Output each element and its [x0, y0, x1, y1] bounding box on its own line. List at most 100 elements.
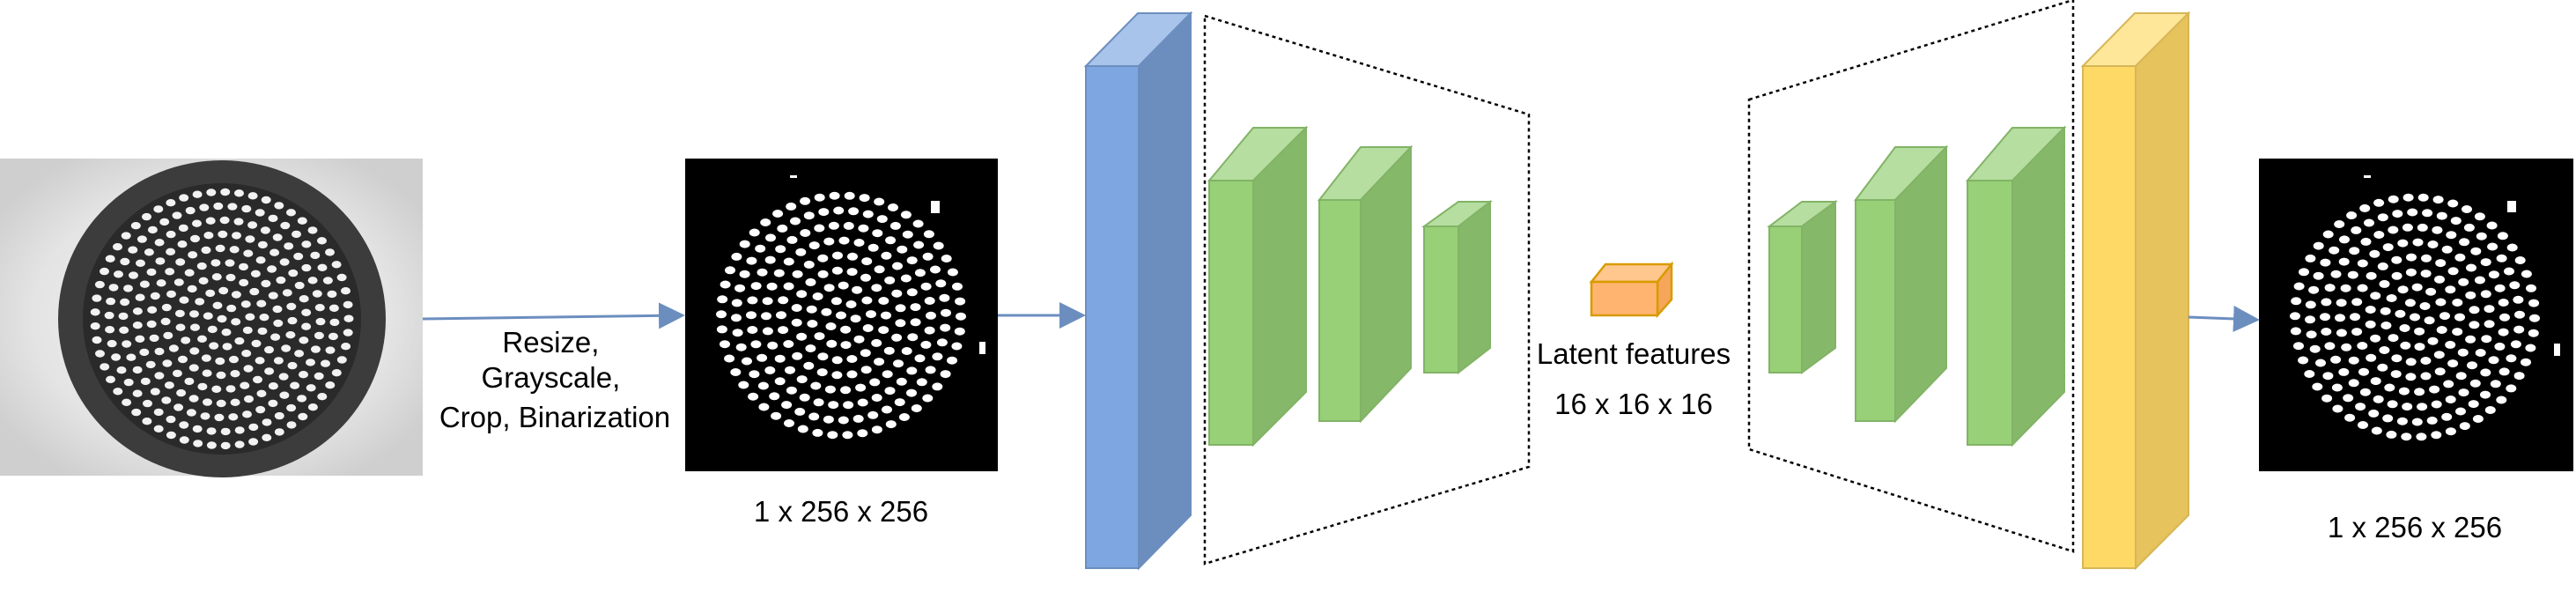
hole-dot [2351, 298, 2363, 307]
hole-dot [889, 221, 901, 230]
hole-dot [739, 240, 750, 248]
hole-dot [255, 209, 265, 217]
hole-dot [256, 300, 267, 307]
hole-dot [173, 403, 184, 411]
hole-dot [2484, 320, 2495, 329]
hole-dot [231, 291, 241, 299]
hole-dot [2321, 394, 2333, 403]
hole-dot [2417, 403, 2428, 411]
hole-dot [2379, 346, 2390, 354]
hole-dot [166, 248, 176, 255]
hole-dot [2472, 415, 2484, 423]
hole-dot [203, 398, 212, 406]
hole-dot [805, 277, 816, 286]
hole-dot [2377, 213, 2388, 222]
hole-dot [282, 289, 292, 297]
hole-dot [2469, 321, 2480, 329]
hole-dot [156, 279, 166, 287]
hole-dot [2339, 235, 2350, 244]
hole-dot [245, 313, 255, 321]
hole-dot [866, 310, 876, 319]
hole-dot [823, 284, 835, 292]
hole-dot [2417, 193, 2429, 202]
hole-dot [262, 433, 272, 441]
hole-dot [239, 263, 248, 271]
hole-dot [2488, 270, 2499, 279]
hole-dot [2357, 342, 2368, 350]
hole-dot [762, 297, 773, 306]
hole-dot [791, 304, 802, 312]
hole-dot [2447, 267, 2459, 276]
hole-dot [190, 234, 200, 243]
hole-dot [871, 284, 882, 292]
hole-dot [746, 256, 757, 265]
hole-dot [215, 244, 225, 253]
hole-dot [131, 408, 142, 417]
hole-dot [862, 210, 874, 218]
hole-dot [306, 359, 315, 366]
hole-dot [207, 325, 218, 334]
hole-dot [860, 349, 871, 358]
hole-dot [940, 370, 951, 379]
hole-dot [2357, 259, 2368, 268]
hole-dot [325, 381, 336, 389]
hole-dot [150, 388, 160, 396]
hole-dot [775, 245, 786, 254]
hole-dot [867, 243, 879, 252]
hole-dot [192, 219, 202, 227]
hole-dot [2457, 348, 2469, 357]
hole-dot [189, 310, 199, 318]
hole-dot [205, 289, 216, 298]
hole-dot [2348, 379, 2359, 388]
hole-dot [956, 312, 966, 321]
hole-dot [817, 270, 829, 278]
hole-dot [2322, 372, 2334, 381]
decoder-block-1 [1767, 200, 1839, 374]
hole-dot [172, 211, 182, 219]
hole-dot [2340, 284, 2351, 292]
hole-dot [287, 316, 298, 325]
hole-dot [955, 297, 966, 306]
hole-dot [2348, 356, 2359, 365]
hole-dot [192, 190, 203, 198]
hole-dot [2468, 400, 2479, 409]
hole-dot [253, 375, 262, 384]
hole-dot [758, 403, 770, 411]
hole-dot [716, 310, 727, 319]
hole-dot [2458, 388, 2469, 397]
hole-dot [188, 364, 199, 372]
hole-dot [2335, 314, 2345, 322]
hole-dot [184, 377, 195, 386]
hole-dot [2465, 335, 2476, 344]
hole-dot [108, 284, 119, 292]
hole-dot [912, 219, 924, 228]
hole-dot [808, 241, 820, 250]
hole-dot [343, 314, 354, 322]
hole-dot [150, 292, 160, 300]
hole-dot [2405, 358, 2417, 366]
hole-dot [264, 367, 275, 375]
hole-dot [173, 278, 184, 286]
hole-dot [2355, 403, 2366, 411]
hole-dot [783, 257, 794, 266]
hole-dot [120, 257, 130, 266]
hole-dot [2304, 370, 2315, 378]
hole-dot [100, 267, 109, 276]
hole-dot [2336, 329, 2347, 337]
hole-dot [2313, 241, 2324, 250]
hole-dot [817, 352, 829, 361]
hole-dot [268, 292, 278, 300]
hole-dot [790, 217, 801, 226]
hole-dot [803, 211, 815, 220]
hole-dot [306, 384, 316, 392]
hole-dot [206, 441, 217, 449]
hole-dot [260, 226, 270, 234]
output-artifact [2554, 344, 2560, 356]
hole-dot [2373, 198, 2385, 207]
output-artifact [2507, 201, 2516, 212]
hole-dot [2293, 342, 2304, 351]
hole-dot [166, 431, 176, 440]
hole-dot [222, 343, 233, 351]
hole-dot [831, 371, 843, 380]
